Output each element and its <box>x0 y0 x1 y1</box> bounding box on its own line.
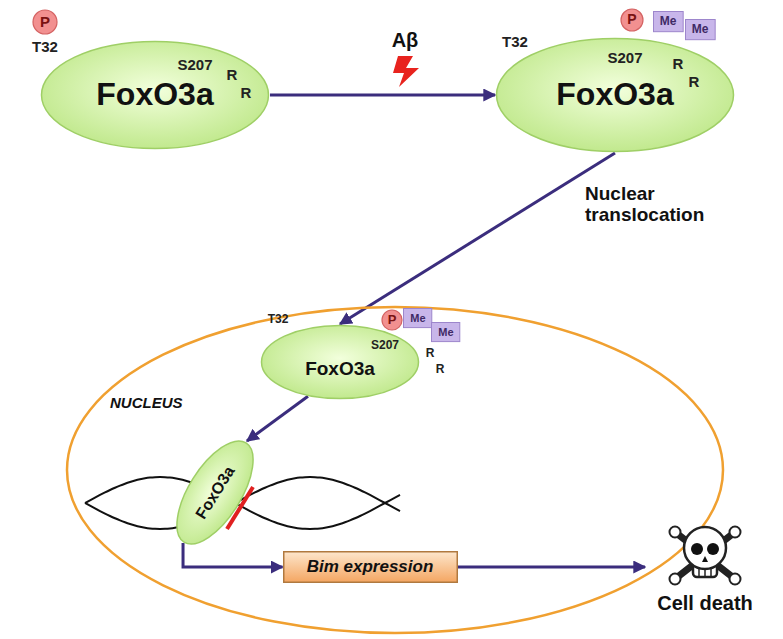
methyl-mark: Me <box>692 23 709 36</box>
protein-name: FoxO3a <box>556 77 673 112</box>
rect-node: Me <box>653 11 684 32</box>
outcome-label: Cell death <box>657 592 753 614</box>
skull-icon <box>670 527 741 585</box>
rect-node: Me <box>685 19 716 40</box>
phospho-mark: P <box>40 14 50 31</box>
skull-node: Cell death <box>645 517 765 617</box>
box-node: Bim expression <box>283 551 458 583</box>
residue-label: R <box>426 347 435 360</box>
methyl-mark: Me <box>660 15 677 28</box>
protein-name: FoxO3a <box>305 359 375 380</box>
arrow-connector <box>247 396 308 441</box>
arrow-connector <box>458 566 646 569</box>
methyl-mark: Me <box>410 312 425 324</box>
methyl-mark: Me <box>438 326 453 338</box>
edge-label: Nuclear translocation <box>582 183 738 227</box>
lightning-bolt <box>393 56 419 87</box>
nucleus-region: NUCLEUSFoxO3aPMeMeFoxO3aBim expression <box>65 305 725 635</box>
residue-label: T32 <box>32 39 58 56</box>
residue-label: T32 <box>502 34 528 51</box>
protein-name: FoxO3a <box>96 77 213 112</box>
compartment-label: NUCLEUS <box>110 395 183 412</box>
arrow-connector <box>270 94 495 97</box>
phospho-mark: P <box>627 12 636 27</box>
rect-node: Me <box>431 322 460 342</box>
edge-label: Aβ <box>389 28 422 52</box>
gene-expression: Bim expression <box>307 558 434 577</box>
residue-label: R <box>673 56 684 73</box>
residue-label: R <box>227 67 238 84</box>
residue-label: S207 <box>177 57 212 74</box>
residue-label: R <box>436 363 445 376</box>
residue-label: T32 <box>268 313 289 326</box>
ellipse-node: FoxO3a <box>40 40 270 150</box>
residue-label: S207 <box>371 339 399 352</box>
arrow-connector <box>183 543 282 567</box>
residue-label: R <box>241 85 252 102</box>
arrow-connector <box>340 153 615 324</box>
circle-node: P <box>381 309 403 331</box>
phospho-mark: P <box>388 313 397 327</box>
ellipse-node: FoxO3a <box>160 427 270 558</box>
rect-node: Me <box>403 308 432 328</box>
circle-node: P <box>32 9 58 35</box>
ellipse-node: FoxO3a <box>260 324 420 400</box>
residue-label: R <box>689 74 700 91</box>
residue-label: S207 <box>607 50 642 67</box>
circle-node: P <box>620 8 644 32</box>
